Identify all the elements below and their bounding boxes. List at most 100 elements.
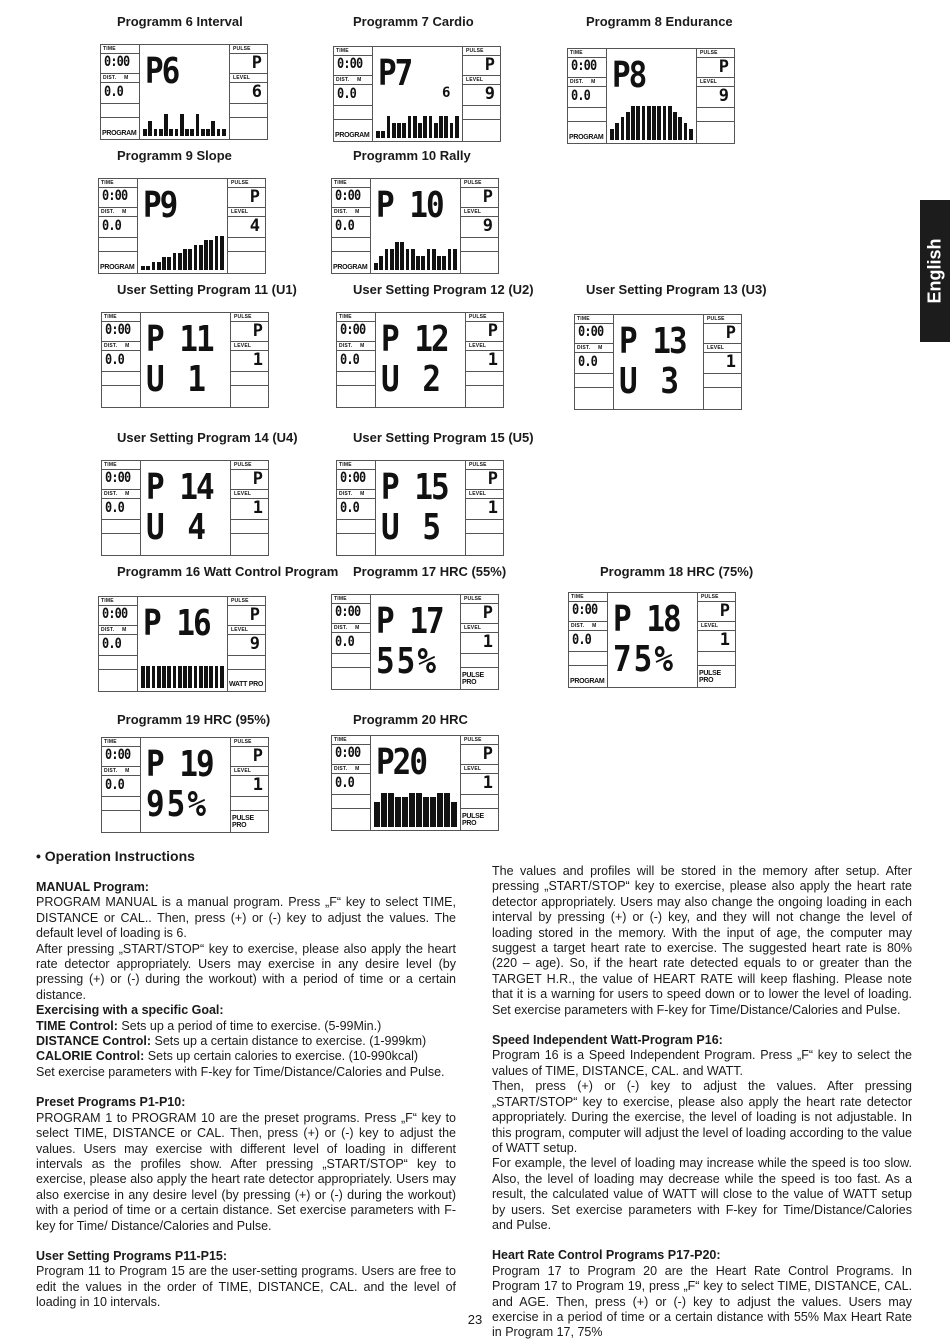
divider (332, 623, 370, 624)
divider (337, 469, 375, 470)
profile-bar (409, 793, 415, 827)
profile-bar (153, 128, 158, 136)
dist-label: DIST. M (103, 75, 129, 81)
profile-bar (673, 111, 677, 140)
program-number: P 10 (376, 185, 445, 227)
pulse-label: PULSE (233, 46, 251, 52)
spacer (492, 1233, 912, 1248)
profile-bar (162, 257, 166, 270)
level-value: 9 (718, 86, 729, 106)
profile-bar (449, 123, 454, 138)
divider (332, 207, 370, 208)
divider (231, 796, 268, 797)
term: DISTANCE Control: (36, 1034, 152, 1049)
time-label: TIME (339, 314, 352, 320)
divider (332, 237, 370, 238)
profile-bar (437, 793, 443, 827)
dist-value: 0.0 (335, 218, 355, 234)
profile-bar (452, 249, 457, 270)
profile-bar (388, 793, 394, 827)
divider (231, 321, 268, 322)
divider (102, 775, 140, 776)
divider (228, 237, 265, 238)
divider (463, 55, 500, 56)
divider (102, 519, 140, 520)
divider (466, 321, 503, 322)
time-label: TIME (334, 180, 347, 186)
spacer (36, 1080, 456, 1095)
paragraph: PROGRAM MANUAL is a manual program. Pres… (36, 895, 456, 941)
level-value: 1 (725, 352, 736, 372)
profile-bar (444, 793, 450, 827)
program-label: PROGRAM (333, 264, 368, 271)
divider (228, 605, 265, 606)
divider (568, 107, 606, 108)
divider (99, 605, 137, 606)
divider (102, 489, 140, 490)
divider (99, 207, 137, 208)
program-label: PROGRAM (570, 678, 605, 685)
divider (228, 669, 265, 670)
divider (697, 86, 734, 87)
divider (332, 603, 370, 604)
divider (568, 121, 606, 122)
divider (466, 469, 503, 470)
program-secondary: U 5 (381, 507, 443, 549)
level-label: LEVEL (464, 766, 482, 772)
dist-value: 0.0 (337, 86, 357, 102)
term: TIME Control: (36, 1018, 118, 1033)
profile-bar (402, 797, 408, 827)
profile-bars (610, 100, 694, 140)
divider (697, 57, 734, 58)
profile-bars (376, 98, 460, 138)
divider (332, 794, 370, 795)
pulse-value: P (484, 55, 495, 75)
program-label: PROGRAM (100, 264, 135, 271)
divider (463, 119, 500, 120)
dist-label: DIST. M (571, 623, 597, 629)
spacer (36, 1234, 456, 1249)
dist-value: 0.0 (105, 500, 125, 516)
divider (102, 533, 140, 534)
profile-bar (439, 116, 443, 138)
pulse-label: PULSE (234, 739, 252, 745)
profile-bar (219, 666, 224, 688)
divider (461, 251, 498, 252)
dist-value: 0.0 (578, 354, 598, 370)
profile-bar (397, 123, 401, 138)
profile-bar (198, 666, 203, 688)
paragraph: DISTANCE Control: Sets up a certain dist… (36, 1034, 427, 1049)
divider (575, 343, 613, 344)
time-value: 0:00 (571, 58, 597, 74)
program-title: Programm 10 Rally (353, 148, 471, 163)
pulse-value: P (725, 323, 736, 343)
dist-label: DIST. M (104, 491, 130, 497)
pulse-label: PULSE (464, 737, 482, 743)
program-title: Programm 17 HRC (55%) (353, 564, 507, 579)
profile-bar (384, 249, 389, 270)
level-label: LEVEL (701, 623, 719, 629)
profile-bar (179, 114, 184, 136)
time-value: 0:00 (102, 188, 128, 204)
time-value: 0:00 (105, 747, 131, 763)
divider (466, 489, 503, 490)
program-title: Programm 8 Endurance (586, 14, 733, 29)
profile-bar (620, 117, 625, 140)
pulse-value: P (482, 744, 493, 764)
profile-bar (381, 130, 385, 138)
divider (569, 651, 607, 652)
divider (99, 625, 137, 626)
program-number: P 15 (381, 467, 450, 509)
profile-bar (416, 256, 420, 270)
profile-bar (214, 666, 219, 688)
dist-value: 0.0 (104, 84, 124, 100)
divider (698, 601, 735, 602)
time-label: TIME (339, 462, 352, 468)
